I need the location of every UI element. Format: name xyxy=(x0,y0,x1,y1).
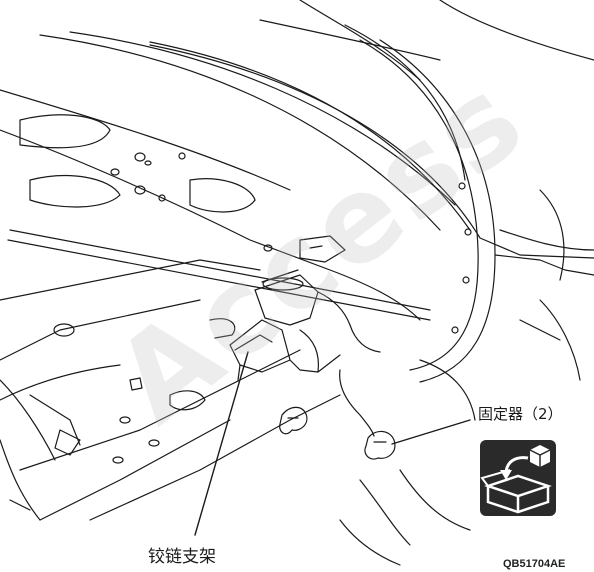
lower-right-trim xyxy=(339,299,581,566)
body-arc-frame xyxy=(344,24,594,383)
leader-fastener xyxy=(391,419,471,445)
parts-box-icon xyxy=(480,440,556,516)
callout-fastener: 固定器（2） xyxy=(478,405,563,423)
figure-code: QB51704AE xyxy=(503,558,566,570)
leader-hinge xyxy=(194,351,249,536)
lower-structure xyxy=(0,259,341,521)
callout-hinge-bracket: 铰链支架 xyxy=(148,547,216,567)
roof-panel-lines xyxy=(39,0,594,259)
deck-panel xyxy=(0,89,421,321)
fasteners xyxy=(279,369,396,460)
support-rod xyxy=(7,229,431,321)
leader-lines xyxy=(194,351,471,536)
hinge-bracket xyxy=(229,269,381,381)
